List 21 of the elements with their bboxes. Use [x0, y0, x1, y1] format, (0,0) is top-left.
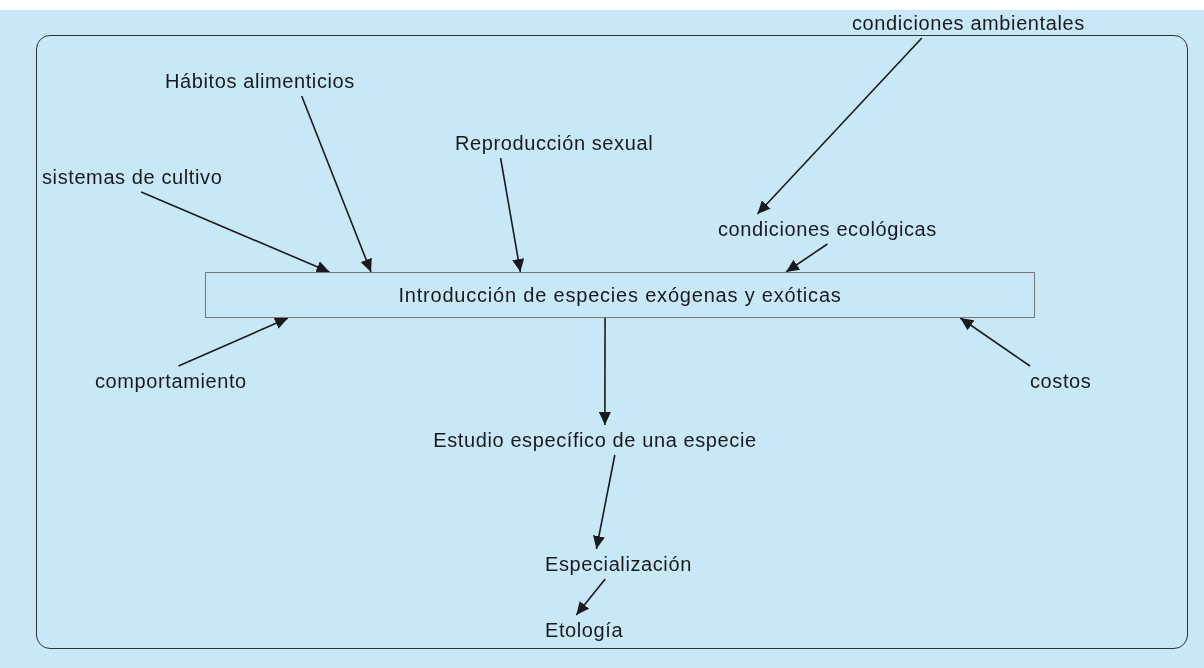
arrow — [598, 317, 611, 426]
node-label: costos — [1030, 366, 1092, 396]
arrow — [593, 454, 616, 550]
node-label: condiciones ecológicas — [718, 214, 937, 244]
node-label: comportamiento — [95, 366, 247, 396]
node-label: Estudio específico de una especie — [430, 425, 760, 455]
arrow — [785, 243, 829, 273]
arrow — [575, 578, 606, 616]
node-label: sistemas de cultivo — [42, 162, 223, 192]
arrow — [499, 157, 525, 273]
node-label: Etología — [545, 615, 624, 645]
arrow — [756, 37, 923, 215]
arrow — [300, 95, 372, 273]
node-label: Hábitos alimenticios — [165, 66, 355, 96]
arrow — [140, 191, 331, 273]
arrow — [177, 317, 289, 367]
arrow — [959, 317, 1031, 367]
node-label: Reproducción sexual — [455, 128, 654, 158]
process-box: Introducción de especies exógenas y exóticas — [205, 272, 1035, 318]
node-label: condiciones ambientales — [852, 8, 1085, 38]
node-label: Especialización — [545, 549, 692, 579]
